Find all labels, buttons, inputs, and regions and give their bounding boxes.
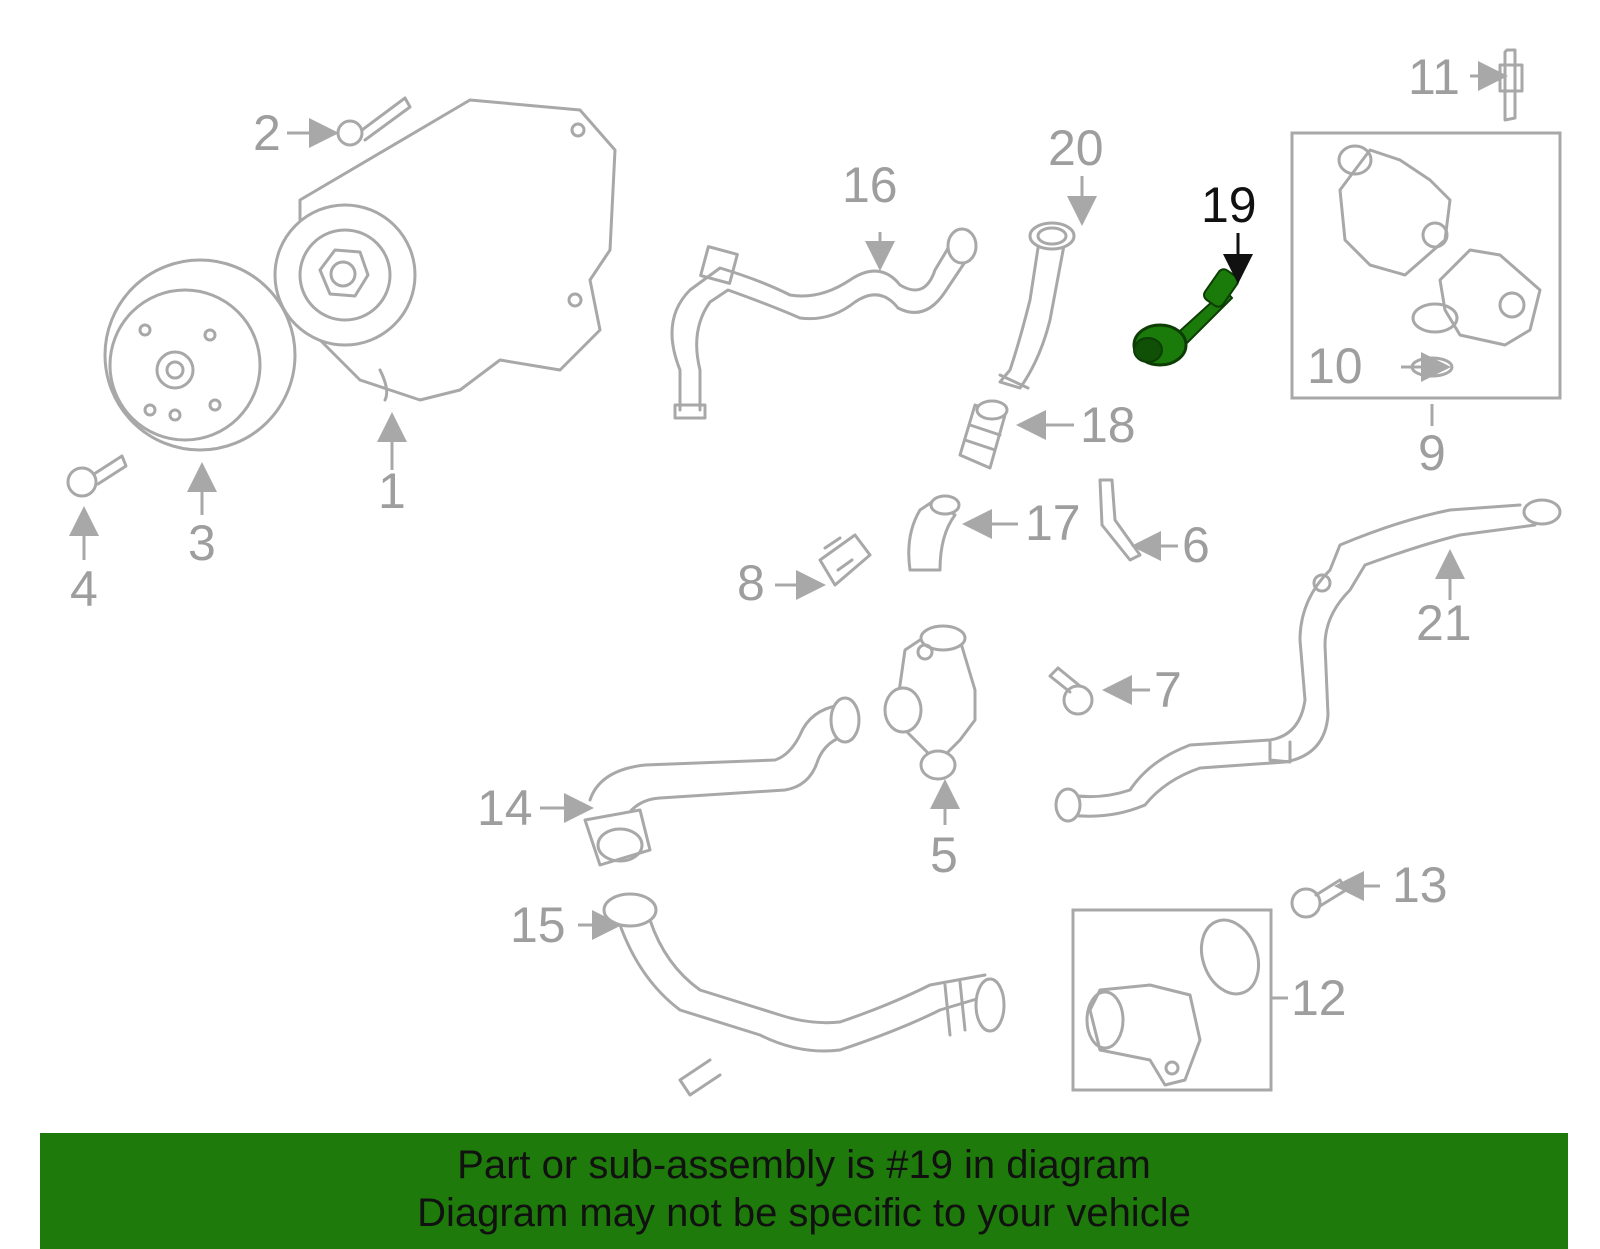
part-bolt-2[interactable] bbox=[336, 96, 412, 147]
callout-3: 3 bbox=[188, 515, 216, 571]
part-bolt-13[interactable] bbox=[1290, 878, 1348, 919]
callout-5: 5 bbox=[930, 827, 958, 883]
callout-9: 9 bbox=[1418, 425, 1446, 481]
part-pulley[interactable] bbox=[103, 258, 297, 452]
callout-11: 11 bbox=[1408, 49, 1460, 105]
part-water-pump[interactable] bbox=[273, 98, 617, 402]
part-bracket-6[interactable] bbox=[1098, 478, 1142, 562]
part-hose-16[interactable] bbox=[670, 227, 978, 420]
part-hose-14[interactable] bbox=[583, 696, 861, 867]
part-bolt-4[interactable] bbox=[66, 454, 128, 498]
callout-19: 19 bbox=[1201, 177, 1257, 233]
part-elbow-17[interactable] bbox=[907, 494, 961, 572]
callout-10: 10 bbox=[1307, 338, 1363, 394]
callout-8: 8 bbox=[737, 555, 765, 611]
callout-labels: 1 2 3 4 5 6 7 8 9 10 11 12 13 14 15 16 1… bbox=[70, 49, 1472, 1026]
callout-15: 15 bbox=[510, 897, 566, 953]
part-hose-20[interactable] bbox=[998, 221, 1076, 390]
part-19-highlighted[interactable] bbox=[1132, 267, 1240, 367]
callout-21: 21 bbox=[1416, 595, 1472, 651]
callout-20: 20 bbox=[1048, 120, 1104, 176]
part-bolt-11[interactable] bbox=[1498, 48, 1524, 122]
part-thermostat-housing-5[interactable] bbox=[883, 624, 977, 781]
callout-18: 18 bbox=[1080, 397, 1136, 453]
callout-16: 16 bbox=[842, 157, 898, 213]
callout-14: 14 bbox=[477, 780, 533, 836]
callout-4: 4 bbox=[70, 561, 98, 617]
part-housing-9[interactable] bbox=[1290, 131, 1562, 400]
part-clip-8[interactable] bbox=[818, 533, 872, 587]
part-hose-15[interactable] bbox=[602, 892, 1006, 1097]
callout-1: 1 bbox=[378, 463, 406, 519]
part-bolt-7[interactable] bbox=[1048, 666, 1094, 716]
part-hose-21[interactable] bbox=[1054, 498, 1562, 823]
callout-2: 2 bbox=[253, 105, 281, 161]
banner-line-1: Part or sub-assembly is #19 in diagram bbox=[457, 1143, 1151, 1187]
part-fitting-18[interactable] bbox=[958, 399, 1009, 470]
callout-arrows bbox=[69, 61, 1508, 1000]
part-outlet-12[interactable] bbox=[1071, 908, 1273, 1092]
callout-13: 13 bbox=[1392, 857, 1448, 913]
info-banner: Part or sub-assembly is #19 in diagram D… bbox=[40, 1133, 1568, 1249]
banner-line-2: Diagram may not be specific to your vehi… bbox=[417, 1191, 1191, 1235]
callout-6: 6 bbox=[1182, 517, 1210, 573]
callout-7: 7 bbox=[1154, 662, 1182, 718]
callout-12: 12 bbox=[1291, 970, 1347, 1026]
callout-17: 17 bbox=[1025, 495, 1081, 551]
